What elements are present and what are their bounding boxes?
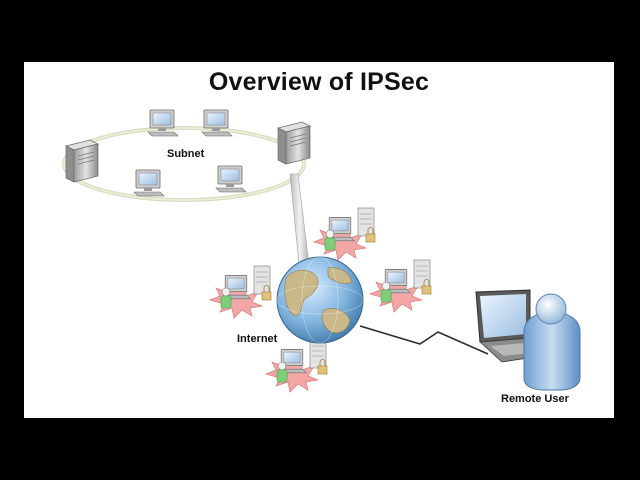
workstation-icon [201, 109, 233, 137]
slide: Overview of IPSec [24, 62, 614, 418]
user-icon [523, 293, 581, 391]
subnet-label: Subnet [167, 148, 205, 160]
workstation-icon [147, 109, 179, 137]
attacker-icon [313, 207, 376, 261]
attacker-icon [265, 339, 328, 393]
server-icon [65, 139, 99, 183]
globe-icon [276, 256, 364, 344]
workstation-icon [215, 165, 247, 193]
server-icon [277, 121, 311, 165]
slide-title: Overview of IPSec [208, 68, 430, 96]
internet-remote-link [359, 325, 489, 355]
remote-user-label: Remote User [501, 393, 569, 405]
workstation-icon [133, 169, 165, 197]
attacker-icon [209, 265, 272, 319]
laptop-icon [475, 289, 556, 363]
internet-label: Internet [237, 333, 278, 345]
ipsec-diagram [62, 109, 581, 393]
attacker-icon [369, 259, 432, 313]
